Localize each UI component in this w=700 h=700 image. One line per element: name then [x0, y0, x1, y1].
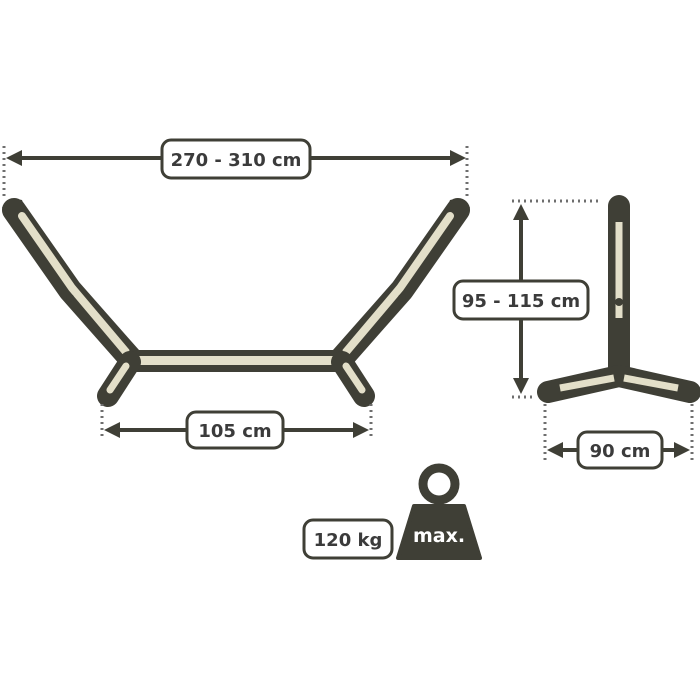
arrow-down-icon: [513, 378, 529, 394]
depth-label: 90 cm: [590, 441, 651, 462]
stand-side-view: [537, 195, 700, 403]
arrow-left-icon: [6, 150, 22, 166]
total-length-badge: [160, 138, 312, 180]
arrow-left-icon: [547, 442, 563, 458]
arrow-up-icon: [513, 204, 529, 220]
weight-badge: [302, 518, 394, 560]
height-label: 95 - 115 cm: [462, 291, 580, 312]
right-hook: [446, 199, 470, 216]
base-length-dimension: 105 cm: [100, 404, 373, 450]
base-length-label: 105 cm: [198, 421, 271, 442]
left-arm: [2, 198, 142, 370]
arrow-left-icon: [104, 422, 120, 438]
total-length-dimension: 270 - 310 cm: [2, 138, 469, 200]
depth-badge: [576, 430, 664, 470]
arrow-right-icon: [353, 422, 369, 438]
total-length-label: 270 - 310 cm: [171, 150, 302, 171]
left-foot: [97, 351, 141, 407]
base-length-badge: [185, 410, 285, 450]
weight-icon: max.: [396, 463, 482, 560]
arrow-right-icon: [674, 442, 690, 458]
depth-dimension: 90 cm: [543, 404, 694, 470]
height-dimension: 95 - 115 cm: [452, 199, 602, 399]
right-arm: [330, 198, 470, 370]
height-badge: [452, 279, 590, 321]
left-hook: [2, 199, 26, 216]
right-foot: [331, 351, 375, 407]
stand-front-view: [2, 198, 470, 407]
weight-label: 120 kg: [314, 530, 383, 551]
base-beam: [128, 350, 344, 372]
arrow-right-icon: [450, 150, 466, 166]
max-load: 120 kg max.: [302, 463, 482, 560]
max-badge-label: max.: [413, 525, 465, 547]
